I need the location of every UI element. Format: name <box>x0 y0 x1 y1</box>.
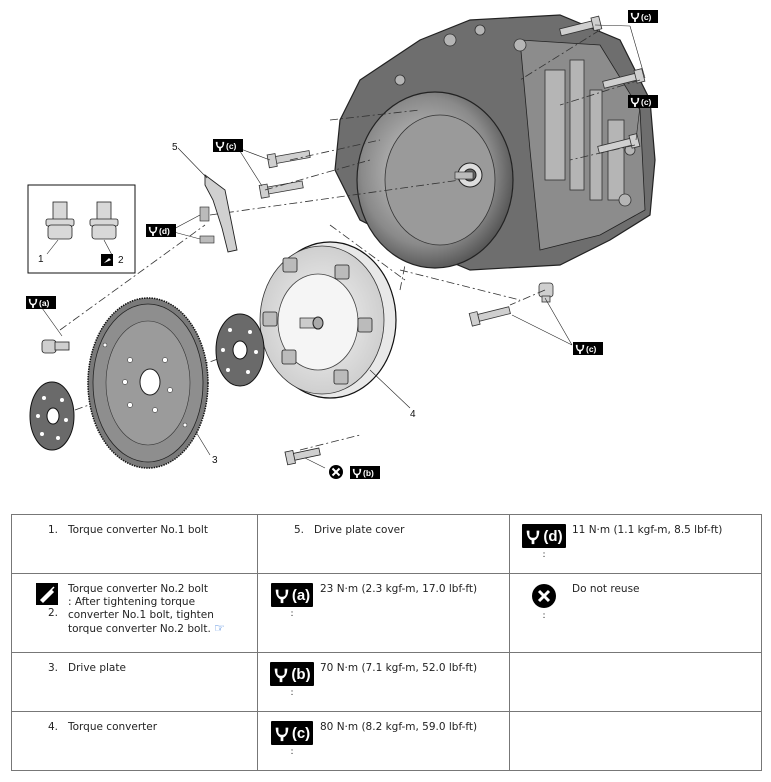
do-not-reuse-icon <box>532 584 556 608</box>
svg-text:(c): (c) <box>586 344 597 354</box>
torque-value: 70 N·m (7.1 kgf-m, 52.0 lbf-ft) <box>320 662 478 674</box>
torque-wrench-icon <box>527 530 540 545</box>
tighten-order-icon <box>36 583 58 605</box>
bolt-a <box>41 339 70 354</box>
item-number: 5. <box>293 524 304 536</box>
svg-text:(a): (a) <box>39 298 50 308</box>
torque-badge-d: (d) <box>522 524 566 548</box>
svg-text:(d): (d) <box>159 226 170 236</box>
drive-plate <box>87 297 209 469</box>
svg-text:(c): (c) <box>641 97 652 107</box>
torque-converter <box>259 241 397 399</box>
bolts-c-upper <box>559 15 646 154</box>
do-not-reuse-icon <box>329 465 343 479</box>
item-label: Drive plate cover <box>314 524 405 536</box>
item-number: 4. <box>47 721 58 733</box>
item-note: : After tightening torque converter No.1… <box>68 596 214 635</box>
reuse-note: Do not reuse <box>572 583 640 595</box>
callout-1: 1 <box>38 254 44 265</box>
torque-badge-c: (c) <box>270 721 314 745</box>
callout-5: 5 <box>172 142 178 153</box>
bolt-b <box>284 447 321 466</box>
item-label: Drive plate <box>68 662 126 674</box>
transmission-assembly <box>334 14 656 271</box>
drive-plate-cover <box>199 174 238 253</box>
legend-table: 1. Torque converter No.1 bolt 5. Drive pla… <box>11 514 762 771</box>
callout-4: 4 <box>410 409 416 420</box>
legend-row: 4.Torque converter (c) : 80 N·m (8.2 kgf… <box>11 711 762 771</box>
item-label: Torque converter No.1 bolt <box>68 524 208 536</box>
torque-badge-b: (b) <box>270 662 314 686</box>
torque-wrench-icon <box>275 589 289 604</box>
badge-c-mid: (c) <box>628 95 658 108</box>
item-label: Torque converter <box>68 721 158 733</box>
torque-wrench-icon <box>275 668 288 683</box>
svg-text:(c): (c) <box>226 141 237 151</box>
bolt-inset-box <box>27 184 136 274</box>
svg-text:(b): (b) <box>363 468 374 478</box>
badge-d: (d) <box>146 224 176 237</box>
legend-row: 2. Torque converter No.2 bolt : After ti… <box>11 573 762 653</box>
badge-c-lower: (c) <box>573 342 603 355</box>
callout-3: 3 <box>212 455 218 466</box>
legend-row: 1. Torque converter No.1 bolt 5. Drive pla… <box>11 514 762 574</box>
item-number: 2. <box>47 607 58 619</box>
reference-link-icon[interactable]: ☞ <box>214 621 225 635</box>
spacer-plate-left <box>29 381 75 451</box>
legend-row: 3.Drive plate (b) : 70 N·m (7.1 kgf-m, 5… <box>11 652 762 712</box>
bolts-c-lower <box>468 282 554 327</box>
spacer-plate-right <box>215 313 265 387</box>
item-label: Torque converter No.2 bolt <box>68 583 208 595</box>
badge-b: (b) <box>350 466 380 479</box>
torque-value: 11 N·m (1.1 kgf-m, 8.5 lbf-ft) <box>572 524 723 536</box>
callout-2: 2 <box>118 255 124 266</box>
torque-wrench-icon <box>275 727 289 742</box>
badge-c-top: (c) <box>628 10 658 23</box>
badge-c-left: (c) <box>213 139 243 152</box>
svg-text:(c): (c) <box>641 12 652 22</box>
badge-a: (a) <box>26 296 56 309</box>
torque-badge-a: (a) <box>270 583 314 607</box>
torque-value: 80 N·m (8.2 kgf-m, 59.0 lbf-ft) <box>320 721 478 733</box>
exploded-diagram: 1 2 3 4 5 (a) (b) (c) (c) (c) (c) (d) <box>26 10 658 479</box>
bolts-c-left <box>258 150 311 199</box>
item-number: 1. <box>47 524 58 536</box>
torque-value: 23 N·m (2.3 kgf-m, 17.0 lbf-ft) <box>320 583 478 595</box>
item-number: 3. <box>47 662 58 674</box>
